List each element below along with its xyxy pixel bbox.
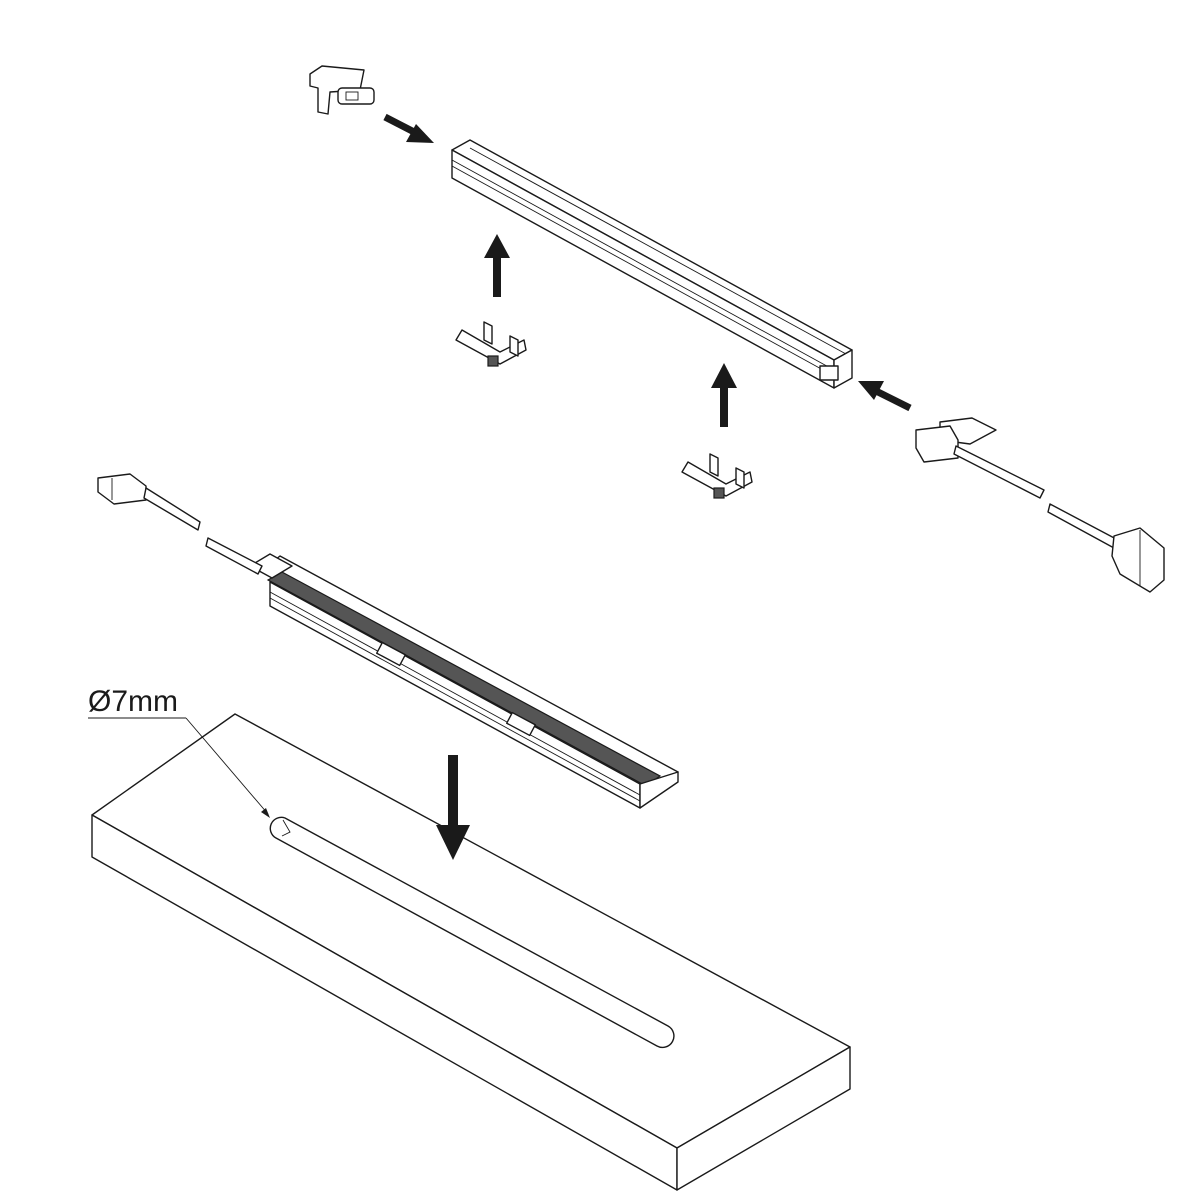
- aluminium-profile: [451, 139, 853, 389]
- end-cap: [309, 65, 375, 115]
- end-cap-plug: [337, 87, 375, 105]
- mounting-board: [91, 713, 851, 1191]
- dimension-annotation: Ø7mm: [88, 685, 270, 818]
- left-connector: [97, 473, 147, 505]
- cable-segment-4: [1047, 503, 1119, 549]
- clip-base: [455, 329, 527, 365]
- insert-arrow-down: [436, 755, 470, 860]
- profile-end-cap: [639, 771, 679, 809]
- board-top-face: [91, 713, 851, 1149]
- slot-end-detail: [281, 819, 291, 837]
- arrow-right-to-profile: [383, 113, 434, 143]
- arrow-up-clip-1: [484, 234, 510, 297]
- mounting-clip-left: [455, 321, 527, 367]
- mounting-clip-2: [506, 711, 536, 737]
- end-cap-body: [309, 65, 365, 115]
- cable-segment-1: [143, 487, 201, 531]
- mounting-clip-right: [681, 453, 753, 499]
- profile-channel: [819, 365, 839, 381]
- dimension-leader-line: [185, 717, 269, 815]
- arrow-left-to-profile: [858, 381, 912, 412]
- end-connector: [1111, 527, 1165, 593]
- left-cable: [97, 473, 263, 575]
- right-cable: [915, 417, 1165, 593]
- assembled-led-profile: [249, 553, 679, 809]
- profile-top-edge: [451, 139, 853, 361]
- board-side-face: [676, 1046, 851, 1191]
- profile-top: [264, 555, 679, 785]
- arrow-up-clip-2: [711, 363, 737, 427]
- leader-arrowhead: [261, 808, 270, 818]
- cable-segment-2: [205, 537, 263, 575]
- profile-diffuser: [266, 571, 662, 787]
- mounting-clip-1: [376, 641, 406, 667]
- end-cap-left: [249, 553, 293, 579]
- cable-segment-3: [953, 445, 1045, 499]
- board-slot: [269, 816, 675, 1049]
- clip-base: [681, 461, 753, 497]
- dimension-label: Ø7mm: [88, 685, 178, 718]
- right-connector-plug: [915, 425, 959, 463]
